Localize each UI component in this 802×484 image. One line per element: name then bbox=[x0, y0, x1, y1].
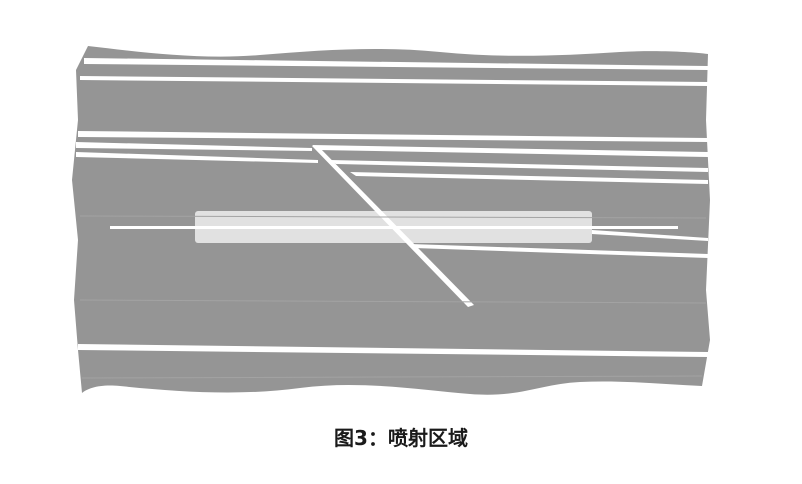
streak-2 bbox=[80, 76, 708, 86]
top-streaks bbox=[78, 58, 708, 142]
streak-9 bbox=[592, 230, 708, 241]
streak-4 bbox=[76, 142, 312, 151]
streak-3 bbox=[78, 131, 708, 142]
streak-6 bbox=[312, 145, 708, 157]
streak-1 bbox=[84, 58, 708, 70]
streak-8 bbox=[350, 172, 708, 184]
figure-caption: 图3：喷射区域 bbox=[334, 426, 468, 450]
streak-5 bbox=[76, 152, 318, 163]
streak-7 bbox=[330, 160, 708, 172]
texture-lines bbox=[79, 215, 707, 379]
middle-streaks bbox=[76, 142, 708, 184]
bottom-streak bbox=[78, 344, 708, 357]
right-streaks bbox=[410, 230, 708, 258]
streak-10 bbox=[410, 244, 708, 258]
diagonal-crack bbox=[312, 146, 474, 307]
